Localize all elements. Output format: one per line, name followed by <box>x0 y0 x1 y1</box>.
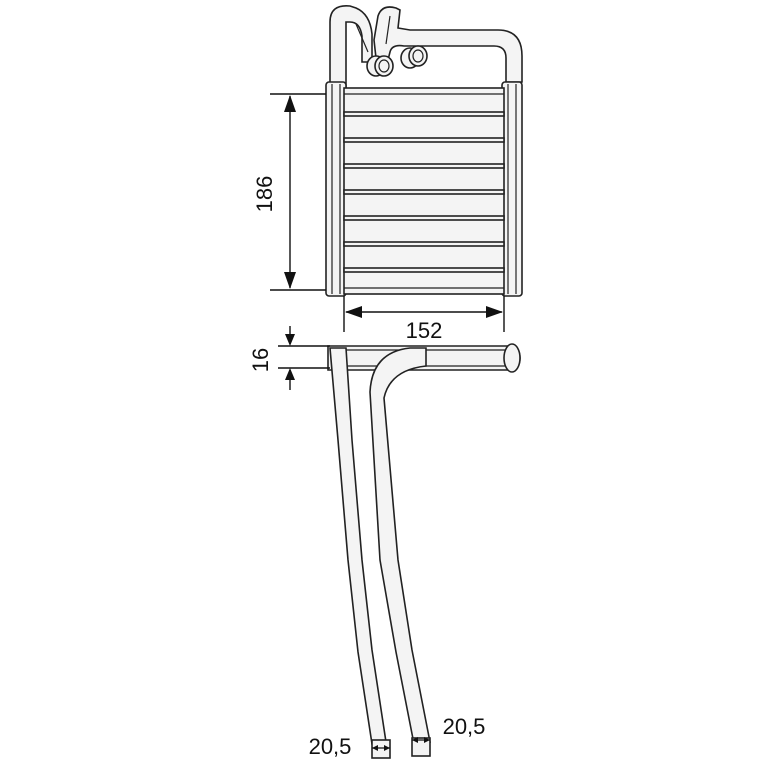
inlet-stub-left <box>366 55 394 77</box>
dimension-depth: 16 <box>248 326 330 390</box>
dimension-pipe-left: 20,5 <box>309 734 390 759</box>
dimension-pipe-right: 20,5 <box>412 714 485 743</box>
inlet-stub-right <box>400 45 428 69</box>
dimension-pipe-left-label: 20,5 <box>309 734 352 759</box>
front-view <box>325 5 523 297</box>
dimension-depth-label: 16 <box>248 348 273 372</box>
core-fins <box>343 111 505 273</box>
dimension-height-label: 186 <box>252 176 277 213</box>
dimension-width: 152 <box>343 296 505 343</box>
top-pipe-loop <box>329 5 523 89</box>
side-view <box>327 343 521 759</box>
dimension-height: 186 <box>252 93 326 291</box>
dimension-pipe-right-label: 20,5 <box>443 714 486 739</box>
dimension-width-label: 152 <box>406 318 443 343</box>
